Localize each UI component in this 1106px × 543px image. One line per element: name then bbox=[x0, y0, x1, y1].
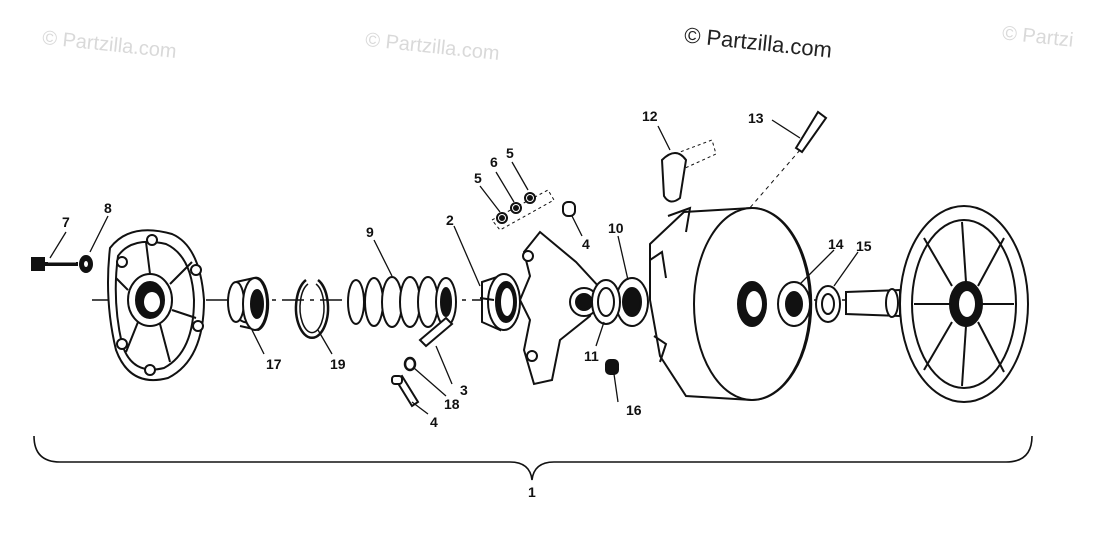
spider bbox=[518, 230, 602, 386]
callout-4b: 4 bbox=[430, 414, 438, 430]
callout-7: 7 bbox=[62, 214, 70, 230]
callout-14: 14 bbox=[828, 236, 844, 252]
callout-6: 6 bbox=[490, 154, 498, 170]
spacer-14 bbox=[777, 281, 811, 327]
washer-15 bbox=[815, 285, 841, 323]
callout-3: 3 bbox=[460, 382, 468, 398]
callout-19: 19 bbox=[330, 356, 346, 372]
callout-2: 2 bbox=[446, 212, 454, 228]
callout-9: 9 bbox=[366, 224, 374, 240]
hardware-5-6-5 bbox=[491, 189, 555, 231]
spider-bushing-2 bbox=[479, 273, 521, 332]
nut-16 bbox=[605, 359, 619, 375]
callout-10: 10 bbox=[608, 220, 624, 236]
callout-13: 13 bbox=[748, 110, 764, 126]
callout-12: 12 bbox=[642, 108, 658, 124]
pin-4-lower bbox=[391, 374, 420, 408]
snap-ring-19 bbox=[294, 279, 330, 339]
callout-5b: 5 bbox=[506, 145, 514, 161]
arm-12 bbox=[660, 139, 717, 203]
cover-housing bbox=[107, 229, 206, 382]
callout-1: 1 bbox=[528, 484, 536, 500]
pin-13 bbox=[747, 110, 828, 211]
callout-17: 17 bbox=[266, 356, 282, 372]
seal-11 bbox=[591, 279, 621, 325]
washer-8 bbox=[79, 255, 93, 273]
bushing-17 bbox=[227, 276, 270, 332]
oring-18 bbox=[403, 356, 417, 372]
brace-bracket bbox=[33, 435, 1033, 481]
leader-lines bbox=[49, 119, 859, 415]
callout-18: 18 bbox=[444, 396, 460, 412]
callout-5a: 5 bbox=[474, 170, 482, 186]
callout-16: 16 bbox=[626, 402, 642, 418]
fixed-sheave bbox=[899, 205, 1029, 403]
callout-15: 15 bbox=[856, 238, 872, 254]
roller-10 bbox=[615, 277, 649, 327]
callout-8: 8 bbox=[104, 200, 112, 216]
shaft bbox=[845, 288, 901, 318]
pin-4-upper bbox=[562, 201, 576, 217]
callout-11: 11 bbox=[584, 348, 599, 364]
movable-sheave bbox=[649, 206, 813, 402]
bolt-7 bbox=[31, 257, 78, 271]
callout-4a: 4 bbox=[582, 236, 590, 252]
pin-3 bbox=[418, 316, 454, 348]
spring-9 bbox=[347, 276, 457, 328]
